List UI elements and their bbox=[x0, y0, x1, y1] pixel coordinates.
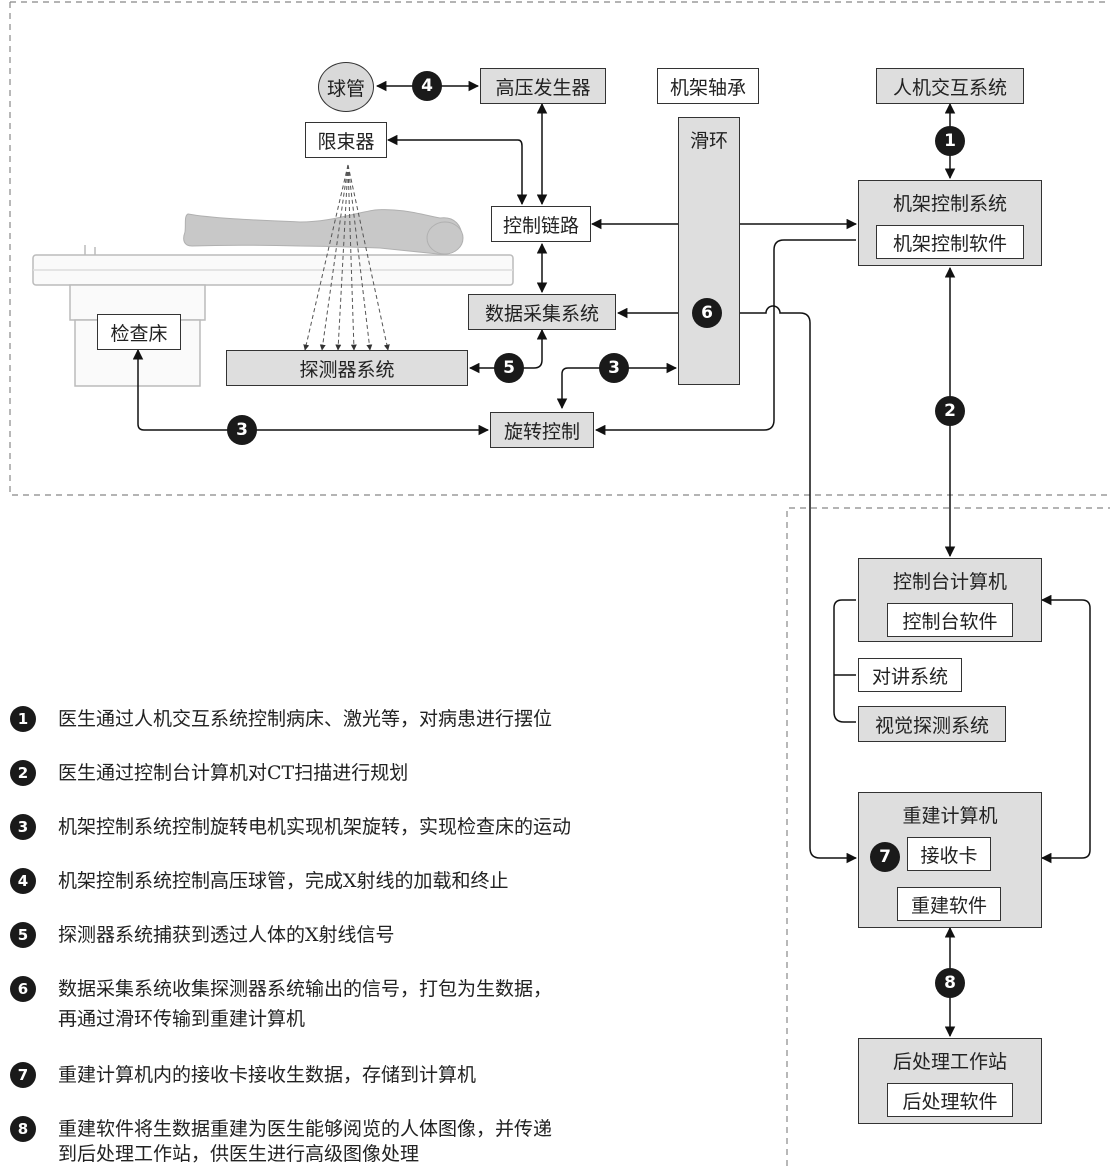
vision-detection-box: 视觉探测系统 bbox=[858, 706, 1006, 742]
gantry-bearing-box: 机架轴承 bbox=[657, 68, 759, 104]
patient-silhouette bbox=[183, 209, 464, 255]
recon-software-box: 重建软件 bbox=[897, 887, 1001, 921]
badge-5: 5 bbox=[494, 353, 524, 383]
gantry-control-software-box: 机架控制软件 bbox=[876, 225, 1024, 259]
post-processing-title: 后处理工作站 bbox=[892, 1051, 1007, 1073]
console-region-border bbox=[786, 507, 1110, 1166]
legend-text-8-cont: 到后处理工作站，供医生进行高级图像处理 bbox=[58, 1143, 420, 1165]
legend-badge-4: 4 bbox=[10, 868, 36, 894]
console-software-box: 控制台软件 bbox=[887, 603, 1013, 637]
legend-badge-5: 5 bbox=[10, 922, 36, 948]
console-computer: 控制台计算机 控制台软件 bbox=[858, 558, 1042, 642]
post-processing-station: 后处理工作站 后处理软件 bbox=[858, 1038, 1042, 1124]
legend-badge-2: 2 bbox=[10, 760, 36, 786]
badge-6: 6 bbox=[692, 298, 722, 328]
legend-text-5: 探测器系统捕获到透过人体的X射线信号 bbox=[58, 924, 395, 946]
gantry-control-system: 机架控制系统 机架控制软件 bbox=[858, 180, 1042, 266]
intercom-box: 对讲系统 bbox=[858, 658, 962, 692]
badge-1: 1 bbox=[935, 126, 965, 156]
exam-bed-box: 检查床 bbox=[97, 314, 181, 350]
rotation-control-box: 旋转控制 bbox=[490, 412, 594, 448]
control-link-box: 控制链路 bbox=[491, 206, 591, 242]
legend-badge-8: 8 bbox=[10, 1116, 36, 1142]
slip-ring-label: 滑环 bbox=[689, 130, 728, 152]
post-software-box: 后处理软件 bbox=[887, 1083, 1013, 1117]
legend-badge-6: 6 bbox=[10, 976, 36, 1002]
badge-3-slip: 3 bbox=[599, 353, 629, 383]
legend-badge-7: 7 bbox=[10, 1062, 36, 1088]
legend-text-4: 机架控制系统控制高压球管，完成X射线的加载和终止 bbox=[58, 870, 509, 892]
receive-card-box: 接收卡 bbox=[907, 837, 991, 871]
badge-4: 4 bbox=[412, 71, 442, 101]
console-computer-title: 控制台计算机 bbox=[892, 571, 1007, 593]
gantry-control-title: 机架控制系统 bbox=[892, 193, 1007, 215]
legend-text-8: 重建软件将生数据重建为医生能够阅览的人体图像，并传递 bbox=[58, 1118, 553, 1140]
legend-text-3: 机架控制系统控制旋转电机实现机架旋转，实现检查床的运动 bbox=[58, 816, 572, 838]
legend-badge-1: 1 bbox=[10, 706, 36, 732]
legend-text-7: 重建计算机内的接收卡接收生数据，存储到计算机 bbox=[58, 1064, 477, 1086]
badge-2: 2 bbox=[935, 396, 965, 426]
hmi-box: 人机交互系统 bbox=[876, 68, 1024, 104]
recon-computer: 重建计算机 接收卡 重建软件 bbox=[858, 792, 1042, 928]
slip-ring-box: 滑环 bbox=[678, 117, 740, 385]
legend-text-2: 医生通过控制台计算机对CT扫描进行规划 bbox=[58, 762, 409, 784]
data-acquisition-box: 数据采集系统 bbox=[468, 294, 616, 330]
badge-3-bed: 3 bbox=[227, 415, 257, 445]
legend-badge-3: 3 bbox=[10, 814, 36, 840]
badge-7: 7 bbox=[870, 842, 900, 872]
recon-computer-title: 重建计算机 bbox=[902, 805, 998, 827]
hv-generator-box: 高压发生器 bbox=[480, 68, 606, 104]
badge-8: 8 bbox=[935, 968, 965, 998]
legend-text-6: 数据采集系统收集探测器系统输出的信号，打包为生数据， bbox=[58, 978, 553, 1000]
xray-beam bbox=[303, 164, 390, 351]
legend-text-1: 医生通过人机交互系统控制病床、激光等，对病患进行摆位 bbox=[58, 708, 553, 730]
collimator-box: 限束器 bbox=[305, 122, 387, 158]
xray-tube: 球管 bbox=[318, 62, 374, 112]
detector-system-box: 探测器系统 bbox=[226, 350, 468, 386]
legend-text-6-cont: 再通过滑环传输到重建计算机 bbox=[58, 1008, 306, 1030]
